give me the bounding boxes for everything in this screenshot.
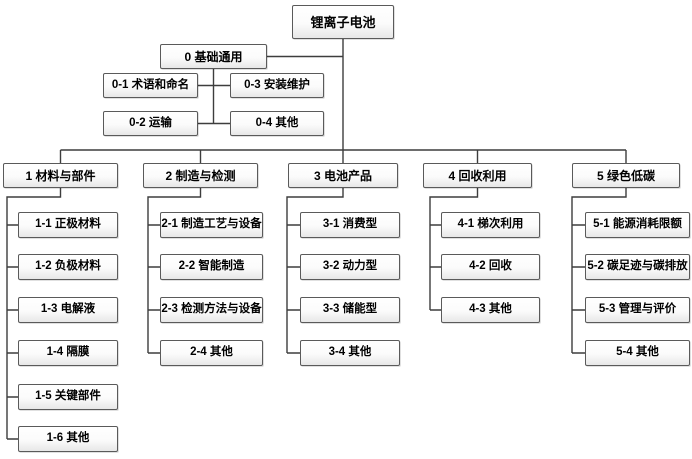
node-1-6-other: 1-6 其他 (18, 426, 118, 452)
node-5-4-other: 5-4 其他 (585, 340, 690, 366)
node-5-3-management-and-evaluation: 5-3 管理与评价 (585, 297, 690, 323)
node-1-2-anode-materials: 1-2 负极材料 (18, 254, 118, 280)
node-5-green-low-carbon: 5 绿色低碳 (572, 163, 680, 188)
node-0-basic-general: 0 基础通用 (160, 44, 267, 69)
node-4-recycling-utilization: 4 回收利用 (423, 163, 532, 188)
node-4-3-other: 4-3 其他 (441, 297, 540, 323)
node-2-manufacturing-and-testing: 2 制造与检测 (143, 163, 258, 188)
node-4-1-echelon-use: 4-1 梯次利用 (441, 212, 540, 238)
node-5-2-carbon-footprint-emissions: 5-2 碳足迹与碳排放 (585, 254, 690, 280)
node-5-1-energy-consumption-quota: 5-1 能源消耗限额 (585, 212, 690, 238)
node-2-1-manufacturing-process-equipment: 2-1 制造工艺与设备 (160, 212, 263, 238)
node-2-2-intelligent-manufacturing: 2-2 智能制造 (160, 254, 263, 280)
node-0-4-other: 0-4 其他 (230, 111, 324, 136)
node-3-battery-products: 3 电池产品 (288, 163, 398, 188)
node-lithium-ion-battery: 锂离子电池 (292, 5, 394, 39)
node-4-2-recovery: 4-2 回收 (441, 254, 540, 280)
node-2-4-other: 2-4 其他 (160, 340, 263, 366)
node-3-1-consumer-type: 3-1 消费型 (300, 212, 400, 238)
node-0-3-installation-maintenance: 0-3 安装维护 (230, 73, 324, 98)
node-1-5-key-components: 1-5 关键部件 (18, 384, 118, 410)
node-0-2-transport: 0-2 运输 (103, 111, 198, 136)
node-1-3-electrolyte: 1-3 电解液 (18, 297, 118, 323)
node-0-1-terms-and-naming: 0-1 术语和命名 (103, 73, 198, 98)
node-3-4-other: 3-4 其他 (300, 340, 400, 366)
node-1-1-cathode-materials: 1-1 正极材料 (18, 212, 118, 238)
node-2-3-testing-methods-equipment: 2-3 检测方法与设备 (160, 297, 263, 323)
node-3-3-energy-storage-type: 3-3 储能型 (300, 297, 400, 323)
node-1-4-separator: 1-4 隔膜 (18, 340, 118, 366)
node-1-materials-and-components: 1 材料与部件 (3, 163, 118, 188)
node-3-2-power-type: 3-2 动力型 (300, 254, 400, 280)
